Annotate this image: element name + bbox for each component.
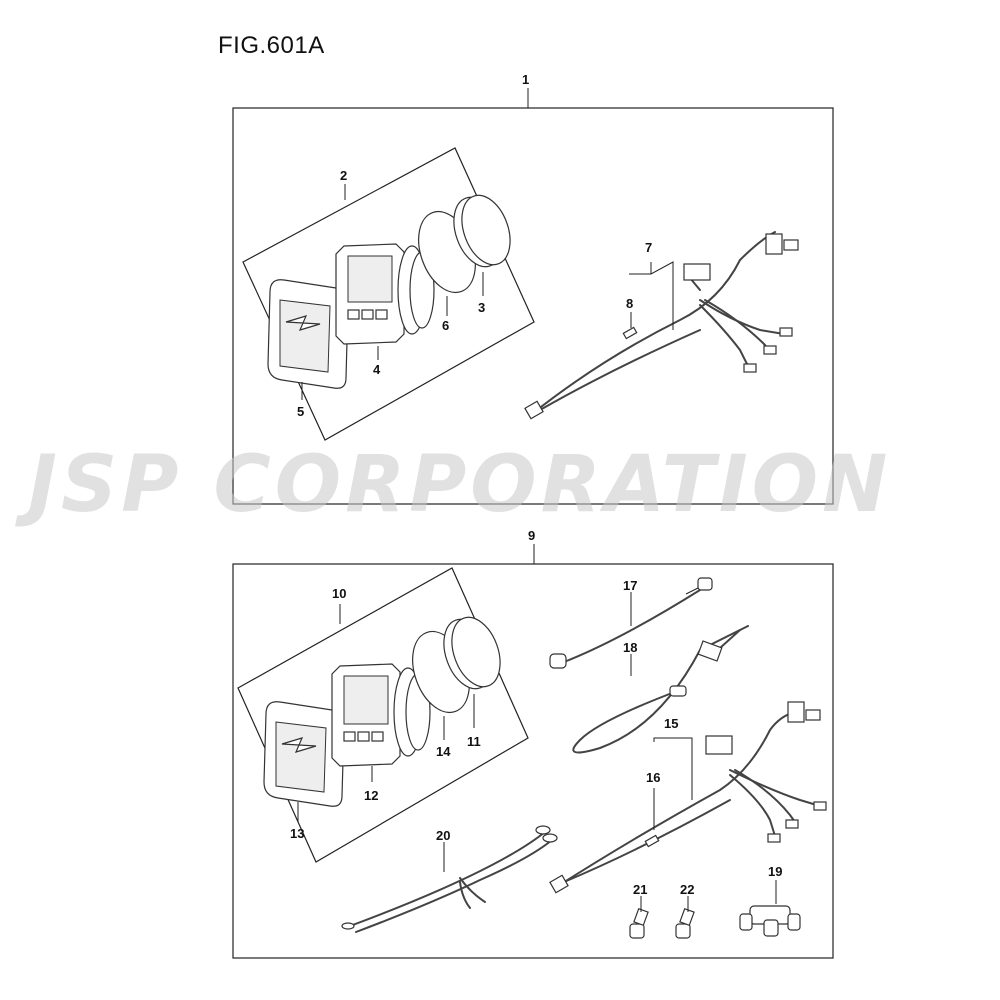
multi-function-gauge-4	[335, 243, 435, 345]
leader-7	[629, 261, 674, 330]
power-cable-18	[572, 625, 749, 754]
wiring-harness-15	[549, 701, 827, 894]
kit-box-10	[237, 567, 529, 863]
callout-2: 2	[340, 168, 347, 183]
wiring-harness-7	[524, 231, 799, 420]
callout-9: 9	[528, 528, 535, 543]
terminal-16	[644, 834, 660, 848]
callout-1: 1	[522, 72, 529, 87]
mounting-nut-11	[443, 616, 501, 690]
callout-11: 11	[467, 734, 481, 749]
callout-18: 18	[623, 640, 637, 655]
tee-connector-19	[739, 905, 801, 937]
callout-22: 22	[680, 882, 694, 897]
callout-5: 5	[297, 404, 304, 419]
assembly-9-frame	[232, 563, 834, 959]
callout-14: 14	[436, 744, 451, 759]
callout-15: 15	[664, 716, 678, 731]
callout-16: 16	[646, 770, 660, 785]
gauge-cover-13	[263, 701, 345, 807]
leader-15	[653, 737, 693, 800]
figure-title: FIG.601A	[218, 32, 325, 59]
terminal-8	[622, 326, 638, 340]
suzuki-logo-icon	[285, 315, 321, 331]
callout-13: 13	[290, 826, 304, 841]
extension-harness-20	[341, 825, 558, 933]
callout-10: 10	[332, 586, 346, 601]
callout-7: 7	[645, 240, 652, 255]
assembly-1-frame	[232, 107, 834, 505]
callout-3: 3	[478, 300, 485, 315]
callout-4: 4	[373, 362, 381, 377]
gauge-cover-5	[267, 279, 349, 389]
callout-12: 12	[364, 788, 378, 803]
terminator-22	[675, 907, 695, 939]
callout-17: 17	[623, 578, 637, 593]
callout-8: 8	[626, 296, 633, 311]
network-cable-17	[549, 577, 713, 669]
multi-function-gauge-12	[331, 663, 431, 767]
callout-6: 6	[442, 318, 449, 333]
terminator-21	[629, 907, 649, 939]
suzuki-logo-icon	[281, 737, 317, 753]
callout-20: 20	[436, 828, 450, 843]
mounting-nut-3	[453, 194, 511, 268]
callout-19: 19	[768, 864, 782, 879]
callout-21: 21	[633, 882, 647, 897]
